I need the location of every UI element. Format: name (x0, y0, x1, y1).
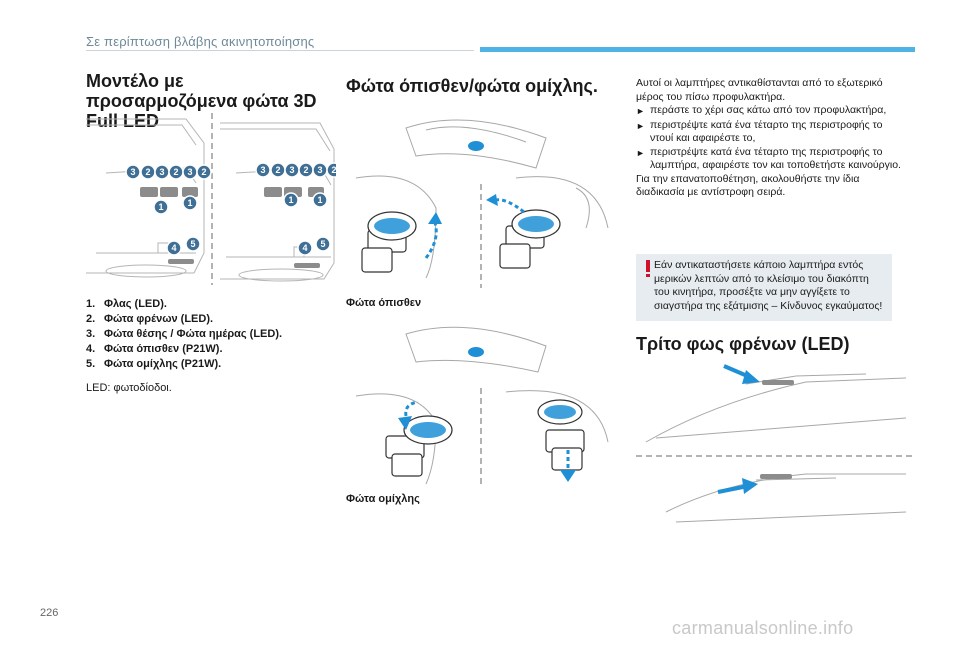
list-item: 3.Φώτα θέσης / Φώτα ημέρας (LED). (86, 328, 283, 340)
svg-text:2: 2 (201, 167, 206, 177)
svg-text:3: 3 (130, 167, 135, 177)
rear-lights-diagram: 3 2 3 2 3 2 1 1 4 5 3 2 3 2 3 2 1 1 4 5 (86, 113, 336, 285)
svg-text:3: 3 (260, 165, 265, 175)
section-title-third-brake-light: Τρίτο φως φρένων (LED) (636, 334, 850, 354)
svg-text:1: 1 (158, 202, 163, 212)
bullet-arrow-icon: ► (636, 120, 645, 131)
lamp-list: 1.Φλας (LED). 2.Φώτα φρένων (LED). 3.Φώτ… (86, 297, 282, 372)
list-item: 4.Φώτα όπισθεν (P21W). (86, 343, 223, 355)
list-item: 1.Φλας (LED). (86, 298, 167, 310)
list-item: ►περάστε το χέρι σας κάτω από τον προφυλ… (636, 104, 908, 119)
bullet-arrow-icon: ► (636, 106, 645, 116)
section-title-led: Μοντέλο με προσαρμοζόμενα φώτα 3D Full L… (86, 71, 317, 131)
svg-text:3: 3 (317, 165, 322, 175)
svg-text:4: 4 (302, 243, 307, 253)
warning-text: Εάν αντικαταστήσετε κάποιο λαμπτήρα εντό… (654, 259, 883, 312)
fog-lamp-illustration (355, 326, 609, 488)
led-note: LED: φωτοδίοδοι. (86, 382, 172, 394)
page-number: 226 (40, 607, 59, 619)
svg-text:4: 4 (171, 243, 176, 253)
instructions-intro: Αυτοί οι λαμπτήρες αντικαθίστανται από τ… (636, 77, 883, 103)
list-item: ►περιστρέψτε κατά ένα τέταρτο της περιστ… (636, 145, 901, 172)
section-title-reverse-fog: Φώτα όπισθεν/φώτα ομίχλης. (346, 76, 598, 96)
svg-text:2: 2 (173, 167, 178, 177)
svg-text:3: 3 (187, 167, 192, 177)
svg-text:2: 2 (145, 167, 150, 177)
instructions-outro: Για την επανατοποθέτηση, ακολουθήστε την… (636, 172, 860, 199)
svg-text:5: 5 (190, 239, 195, 249)
svg-text:2: 2 (331, 165, 336, 175)
svg-text:1: 1 (187, 198, 192, 208)
svg-text:2: 2 (303, 165, 308, 175)
third-brake-light-illustration (636, 364, 916, 523)
watermark: carmanualsonline.info (672, 618, 854, 638)
bullet-arrow-icon: ► (636, 147, 645, 158)
warning-icon (646, 260, 650, 272)
list-item: ►περιστρέψτε κατά ένα τέταρτο της περιστ… (636, 118, 883, 145)
list-item: 2.Φώτα φρένων (LED). (86, 313, 214, 325)
svg-text:2: 2 (275, 165, 280, 175)
instructions: Αυτοί οι λαμπτήρες αντικαθίστανται από τ… (636, 77, 908, 200)
svg-text:5: 5 (320, 239, 325, 249)
list-item: 5.Φώτα ομίχλης (P21W). (86, 358, 222, 370)
caption-reverse: Φώτα όπισθεν (346, 297, 422, 309)
svg-text:1: 1 (288, 195, 293, 205)
svg-text:3: 3 (289, 165, 294, 175)
warning-box: Εάν αντικαταστήσετε κάποιο λαμπτήρα εντό… (636, 254, 892, 321)
running-header: Σε περίπτωση βλάβης ακινητοποίησης (86, 34, 315, 49)
caption-fog: Φώτα ομίχλης (346, 493, 420, 505)
svg-text:3: 3 (159, 167, 164, 177)
svg-text:1: 1 (317, 195, 322, 205)
reverse-lamp-illustration (355, 119, 609, 288)
header-rule (86, 50, 474, 51)
header-accent-bar (480, 47, 915, 52)
